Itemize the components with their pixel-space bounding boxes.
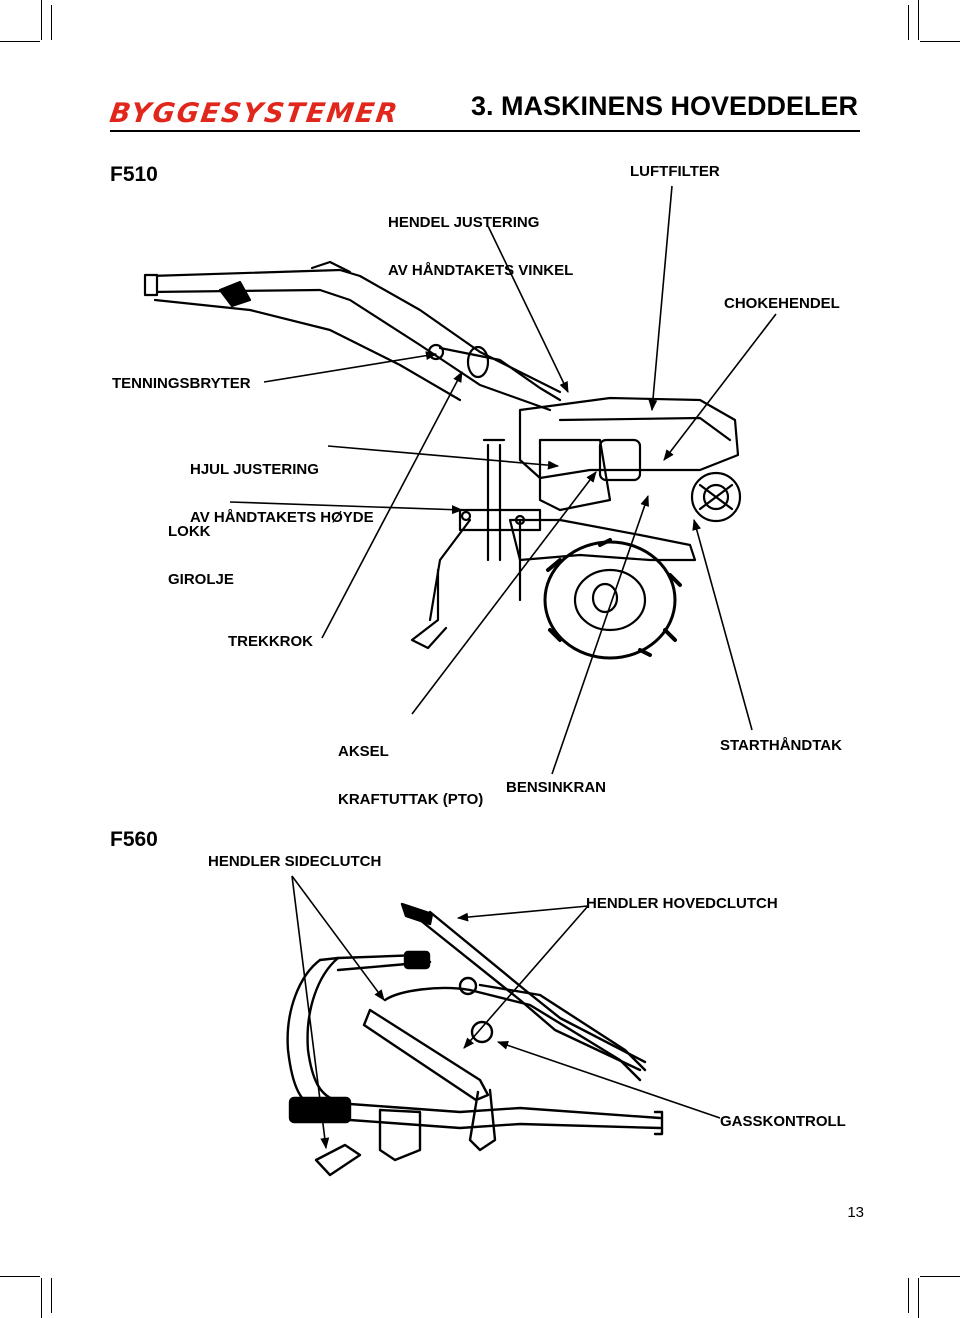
crop-mark <box>908 1278 909 1313</box>
crop-mark <box>0 1276 40 1277</box>
callout-hendel-justering-line2: AV HÅNDTAKETS VINKEL <box>388 262 574 279</box>
callout-aksel-line1: AKSEL <box>338 743 389 760</box>
crop-mark <box>41 1278 42 1318</box>
callout-bensinkran: BENSINKRAN <box>506 779 607 796</box>
crop-mark <box>51 5 52 40</box>
callout-aksel-line2: KRAFTUTTAK (PTO) <box>338 791 484 808</box>
f510-tiller-drawing <box>143 260 742 660</box>
crop-mark <box>920 1276 960 1277</box>
callout-hendler-hovedclutch: HENDLER HOVEDCLUTCH <box>586 895 778 912</box>
f560-handle-drawing <box>286 902 664 1177</box>
page-title: 3. MASKINENS HOVEDDELER <box>470 91 858 121</box>
callout-tenningsbryter: TENNINGSBRYTER <box>112 375 251 392</box>
crop-mark <box>908 5 909 40</box>
callout-hjul-justering-line1: HJUL JUSTERING <box>190 461 319 478</box>
callout-starthandtak: STARTHÅNDTAK <box>720 737 842 754</box>
callout-chokehendel: CHOKEHENDEL <box>724 295 840 312</box>
page-number: 13 <box>847 1204 864 1221</box>
callout-trekkrok: TREKKROK <box>228 633 313 650</box>
model-label-f560: F560 <box>110 828 158 851</box>
callout-hendel-justering-line1: HENDEL JUSTERING <box>388 214 540 231</box>
crop-mark <box>51 1278 52 1313</box>
callout-gasskontroll: GASSKONTROLL <box>720 1113 846 1130</box>
header-rule <box>110 130 860 132</box>
crop-mark <box>920 41 960 42</box>
f510-callouts <box>229 185 777 775</box>
crop-mark <box>918 0 919 40</box>
callout-lokk-line2: GIROLJE <box>168 571 234 588</box>
callout-hendel-justering: HENDEL JUSTERING AV HÅNDTAKETS VINKEL <box>388 183 573 295</box>
callout-lokk-girolje: LOKK GIROLJE <box>168 492 234 604</box>
callout-lokk-line1: LOKK <box>168 523 211 540</box>
callout-aksel-kraftuttak: AKSEL KRAFTUTTAK (PTO) <box>338 712 483 824</box>
crop-mark <box>41 0 42 40</box>
callout-hendler-sideclutch: HENDLER SIDECLUTCH <box>208 853 382 870</box>
f560-callouts <box>291 875 721 1150</box>
callout-hjul-justering-line2: AV HÅNDTAKETS HØYDE <box>190 509 374 526</box>
crop-mark <box>0 41 40 42</box>
callout-luftfilter: LUFTFILTER <box>630 163 720 180</box>
model-label-f510: F510 <box>110 163 158 186</box>
callout-hjul-justering: HJUL JUSTERING AV HÅNDTAKETS HØYDE <box>190 430 374 542</box>
crop-mark <box>918 1278 919 1318</box>
